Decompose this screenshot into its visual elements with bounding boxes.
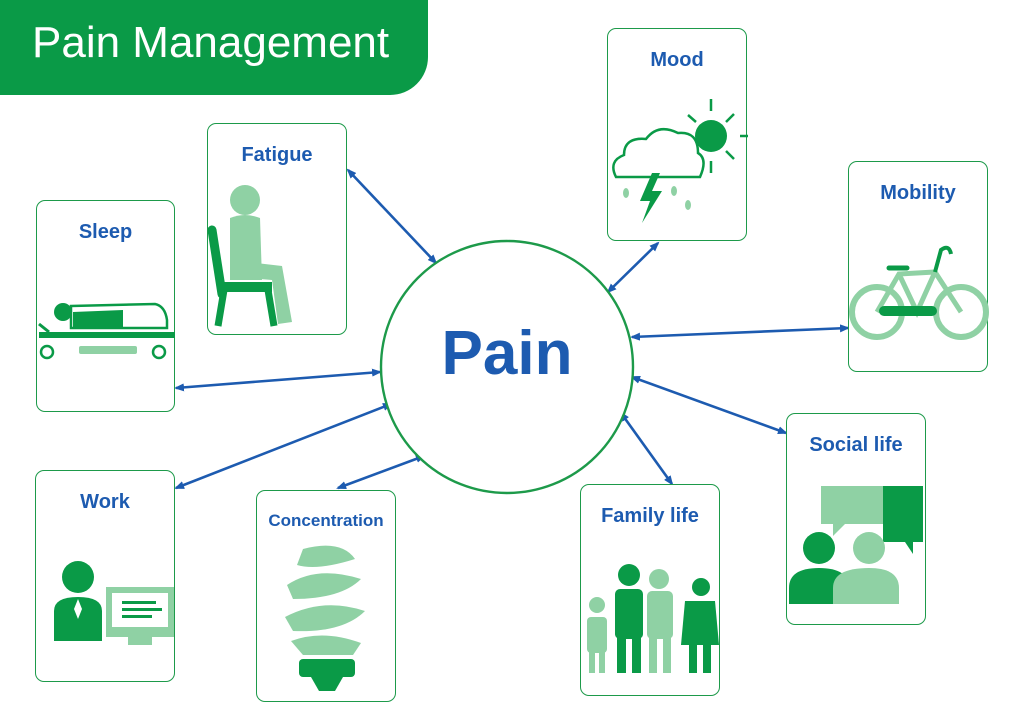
card-label-work: Work [80,491,130,513]
person-in-bed-icon [38,302,175,360]
card-concentration: Concentration [256,490,396,702]
title-banner: Pain Management [0,0,428,95]
page-title: Pain Management [32,18,390,67]
card-fatigue: Fatigue [207,123,347,335]
arrow-fatigue [346,168,438,265]
card-label-mood: Mood [650,49,704,71]
light-bulb-icon [285,545,365,691]
card-label-fatigue: Fatigue [241,144,313,166]
arrow-mood [606,241,660,294]
arrow-family-life [619,411,674,486]
arrow-work [174,402,393,490]
person-in-chair-icon [208,185,292,327]
person-at-computer-icon [54,561,174,645]
bicycle-icon [849,245,989,340]
pain-circle [379,239,635,495]
arrow-sleep [174,368,382,392]
card-work: Work [35,470,175,682]
card-mood: Mood [607,28,748,241]
arrow-concentration [336,454,426,490]
arrow-social-life [630,375,788,435]
card-label-social-life: Social life [809,434,903,456]
card-sleep: Sleep [36,200,175,412]
arrow-mobility [630,324,850,341]
card-family-life: Family life [580,484,720,696]
family-icon [587,564,719,673]
card-label-family-life: Family life [601,505,699,527]
storm-and-sun-icon [612,99,748,223]
card-label-sleep: Sleep [78,221,133,243]
card-label-mobility: Mobility [880,182,956,204]
pain-label: Pain [441,319,573,388]
conversation-icon [789,486,923,604]
card-social-life: Social life [786,413,926,625]
card-mobility: Mobility [848,161,989,372]
card-label-concentration: Concentration [268,511,384,530]
